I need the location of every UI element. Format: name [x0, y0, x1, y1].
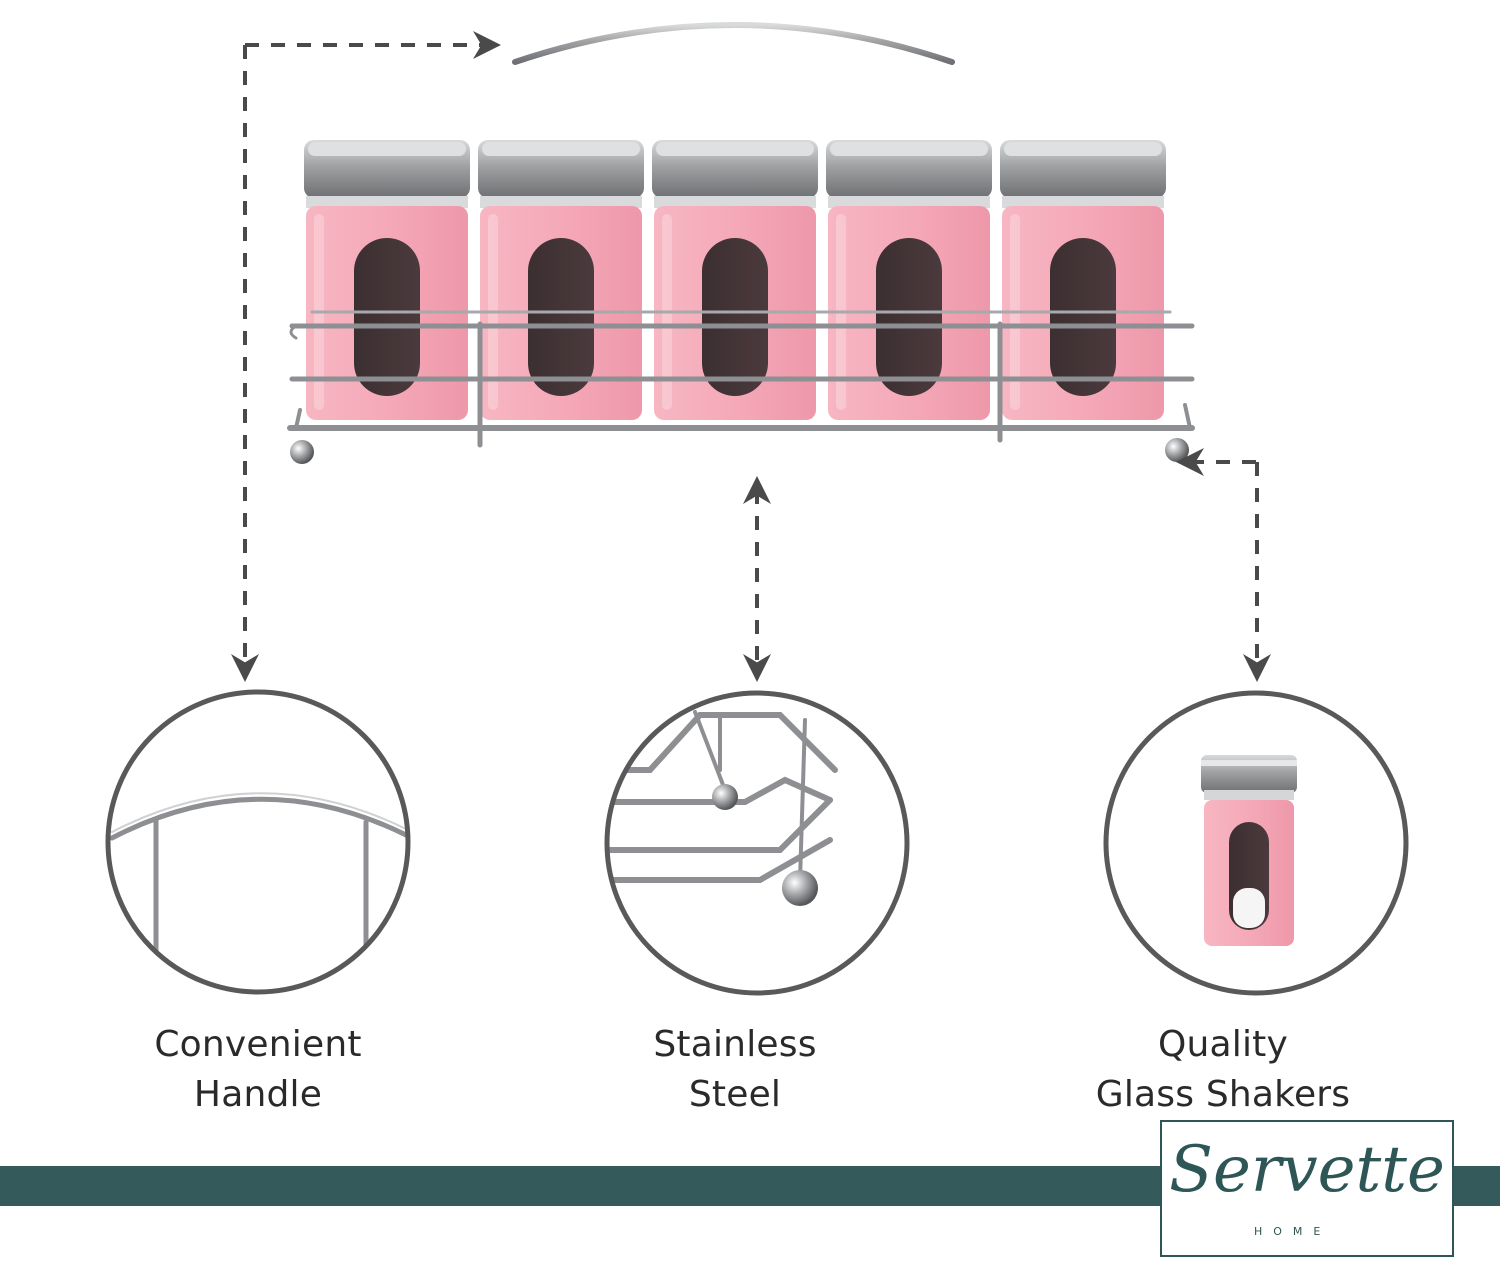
rack-foot-ball-right: [1165, 438, 1189, 462]
caption-line: Glass Shakers: [1095, 1074, 1351, 1115]
callout-arrows: [231, 31, 1271, 682]
brand-logo-script: Servette: [1169, 1133, 1445, 1207]
caption-line: Stainless: [653, 1024, 817, 1065]
rack-handle: [512, 22, 955, 135]
rack-foot-closeup-icon: [604, 690, 910, 996]
shaker: [304, 140, 470, 420]
shaker-closeup-icon: [1103, 690, 1409, 996]
brand-logo: Servette HOME: [1160, 1120, 1454, 1257]
caption-line: Quality: [1157, 1024, 1289, 1065]
feature-caption-handle: Convenient Handle: [78, 1020, 438, 1120]
shaker-row: [304, 140, 1166, 420]
handle-closeup-icon: [105, 689, 411, 995]
brand-logo-subtitle: HOME: [1254, 1225, 1332, 1238]
rack-foot-ball-left: [290, 440, 314, 464]
caption-line: Steel: [688, 1074, 782, 1115]
rack-frame: [287, 310, 1195, 448]
caption-line: Convenient: [154, 1024, 362, 1065]
feature-caption-glass: Quality Glass Shakers: [1043, 1020, 1403, 1120]
feature-caption-steel: Stainless Steel: [555, 1020, 915, 1120]
caption-line: Handle: [193, 1074, 323, 1115]
